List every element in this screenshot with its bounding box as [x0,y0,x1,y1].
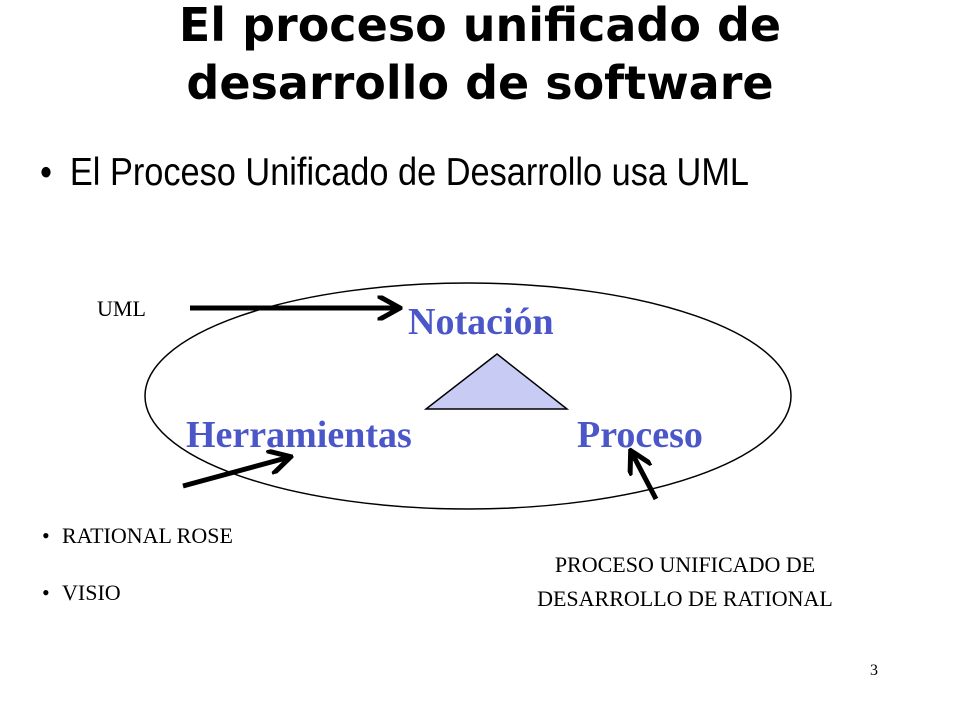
notacion-label: Notación [408,301,554,343]
main-bullet: • El Proceso Unificado de Desarrollo usa … [40,148,845,198]
process-line-2: DESARROLLO DE RATIONAL [537,586,833,611]
slide-title-line-1: El proceso unificado de [178,0,782,52]
page-number: 3 [870,662,878,679]
process-description: PROCESO UNIFICADO DE DESARROLLO DE RATIO… [460,548,910,616]
slide-title-line-2: desarrollo de software [186,56,774,110]
tool-name: VISIO [62,580,121,605]
ellipse-outline [144,282,792,510]
list-item: RATIONAL ROSE [42,523,233,549]
arrow-to-proceso [633,455,659,501]
tool-name: RATIONAL ROSE [62,523,233,548]
proceso-label: Proceso [577,414,703,456]
triangle-shape [423,353,570,410]
herramientas-label: Herramientas [186,414,412,456]
slide-title: El proceso unificado de desarrollo de so… [0,0,960,112]
process-line-1: PROCESO UNIFICADO DE [554,552,816,577]
list-item: VISIO [42,580,121,606]
bullet-dot-icon: • [40,151,53,194]
arrow-to-herramientas [182,458,286,489]
main-bullet-text: El Proceso Unificado de Desarrollo usa U… [69,151,750,194]
uml-label: UML [97,296,146,321]
